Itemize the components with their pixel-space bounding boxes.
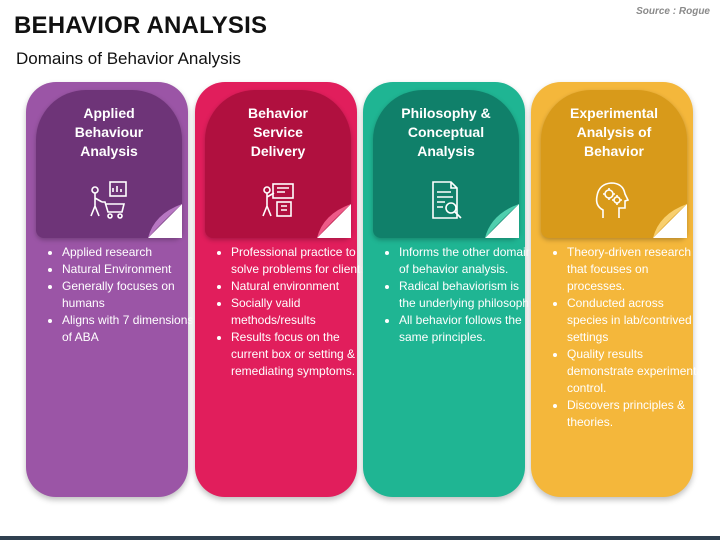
head-gears-icon (595, 182, 630, 218)
card-experimental-analysis-of-behavior: Experimental Analysis of Behavior Theory… (531, 82, 706, 497)
card-header: Applied Behaviour Analysis (36, 90, 182, 238)
list-item: Theory-driven research that focuses on p… (567, 244, 707, 295)
list-item: Natural Environment (62, 261, 202, 278)
source-credit: Source : Rogue (636, 6, 710, 17)
page-title: BEHAVIOR ANALYSIS (14, 12, 268, 39)
card-header: Behavior Service Delivery (205, 90, 351, 238)
bullet-list: Informs the other domains of behavior an… (381, 244, 539, 346)
list-item: Radical behaviorism is the underlying ph… (399, 278, 539, 312)
list-item: Aligns with 7 dimensions of ABA (62, 312, 202, 346)
list-item: Professional practice to solve problems … (231, 244, 371, 278)
page-subtitle: Domains of Behavior Analysis (16, 49, 241, 68)
bottom-bar (0, 536, 720, 540)
list-item: Applied research (62, 244, 202, 261)
list-item: Generally focuses on humans (62, 278, 202, 312)
document-magnifier-icon (432, 181, 462, 219)
card-title: Philosophy & Conceptual Analysis (401, 105, 491, 159)
person-presenting-board-icon (262, 183, 294, 217)
list-item: All behavior follows the same principles… (399, 312, 539, 346)
bullet-list: Professional practice to solve problems … (213, 244, 371, 380)
list-item: Conducted across species in lab/contrive… (567, 295, 707, 346)
card-title: Behavior Service Delivery (248, 105, 308, 159)
list-item: Results focus on the current box or sett… (231, 329, 371, 380)
page-curl-decoration (485, 204, 519, 238)
list-item: Socially valid methods/results (231, 295, 371, 329)
card-header: Philosophy & Conceptual Analysis (373, 90, 519, 238)
page-curl-decoration (653, 204, 687, 238)
list-item: Natural environment (231, 278, 371, 295)
card-applied-behaviour-analysis: Applied Behaviour Analysis Applied resea… (26, 82, 193, 497)
list-item: Informs the other domains of behavior an… (399, 244, 539, 278)
page-curl-decoration (148, 204, 182, 238)
card-philosophy-conceptual-analysis: Philosophy & Conceptual Analysis Informs… (363, 82, 538, 497)
card-title: Experimental Analysis of Behavior (570, 105, 658, 159)
person-with-cart-chart-icon (90, 181, 127, 219)
bullet-list: Theory-driven research that focuses on p… (549, 244, 707, 431)
list-item: Quality results demonstrate experimental… (567, 346, 707, 397)
page-curl-decoration (317, 204, 351, 238)
list-item: Discovers principles & theories. (567, 397, 707, 431)
card-header: Experimental Analysis of Behavior (541, 90, 687, 238)
bullet-list: Applied research Natural Environment Gen… (44, 244, 202, 346)
card-behavior-service-delivery: Behavior Service Delivery Professional p… (195, 82, 370, 497)
card-title: Applied Behaviour Analysis (74, 105, 144, 159)
